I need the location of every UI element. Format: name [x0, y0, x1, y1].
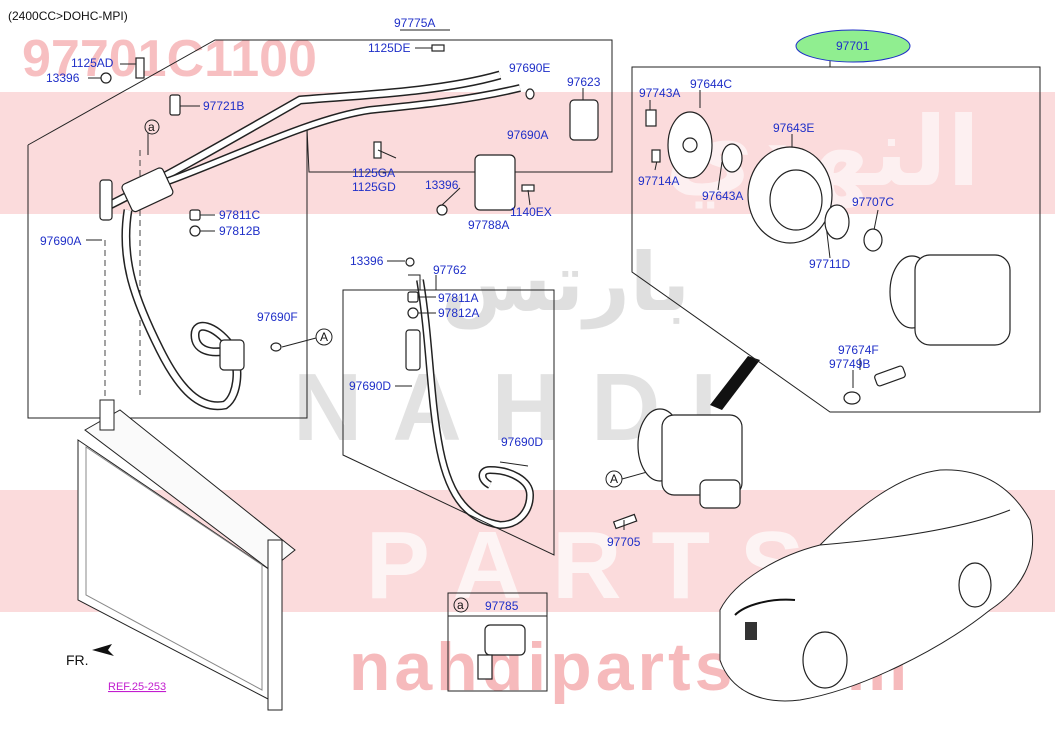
cap-97811C: [189, 209, 201, 221]
label-97721B[interactable]: 97721B: [203, 99, 244, 113]
oring-97690E: [525, 88, 535, 100]
assembly-highlight: [795, 29, 911, 63]
liquid-line-frame-top: [343, 274, 421, 291]
svg-text:FR.: FR.: [66, 652, 89, 668]
vehicle-illustration: [719, 469, 1034, 702]
label-97690D-a[interactable]: 97690D: [349, 379, 391, 393]
nut-13396-b: [436, 204, 448, 216]
label-97643A[interactable]: 97643A: [702, 189, 743, 203]
condenser: [77, 150, 296, 711]
label-1125GD[interactable]: 1125GD: [352, 180, 396, 194]
label-97811A[interactable]: 97811A: [438, 291, 478, 305]
bracket-97788A: [474, 154, 516, 211]
label-97749B[interactable]: 97749B: [829, 357, 870, 371]
label-97623[interactable]: 97623: [567, 75, 601, 89]
label-97785[interactable]: 97785: [485, 599, 519, 613]
label-97762[interactable]: 97762: [433, 263, 467, 277]
label-13396-b[interactable]: 13396: [425, 178, 459, 192]
callout-A: [315, 328, 333, 346]
callout-a-inset-text: a: [457, 598, 464, 612]
label-1125AD[interactable]: 1125AD: [71, 56, 114, 70]
label-97690F[interactable]: 97690F: [257, 310, 298, 324]
engine-variant-label: (2400CC>DOHC-MPI): [8, 9, 128, 23]
compressor-center: A: [605, 356, 760, 509]
label-97674F[interactable]: 97674F: [838, 343, 879, 357]
front-arrow-icon: [92, 644, 114, 656]
label-97690A-left[interactable]: 97690A: [40, 234, 81, 248]
label-1140EX[interactable]: 1140EX: [510, 205, 552, 219]
label-97811C[interactable]: 97811C: [219, 208, 260, 222]
cap-97811A: [407, 291, 419, 303]
part-labels: 97775A 1125DE 1125AD 13396 97721B 97690E…: [40, 16, 894, 613]
callout-A-text: A: [320, 330, 328, 344]
inset-97785-frame: [447, 592, 548, 692]
label-97812B[interactable]: 97812B: [219, 224, 260, 238]
label-1125GA[interactable]: 1125GA: [352, 166, 395, 180]
callout-a-inset: [453, 597, 469, 613]
label-1125DE[interactable]: 1125DE: [368, 41, 410, 55]
callout-a-text: a: [148, 120, 155, 134]
nut-13396-c: [405, 257, 415, 267]
label-97788A[interactable]: 97788A: [468, 218, 509, 232]
label-13396-a[interactable]: 13396: [46, 71, 80, 85]
label-97643E[interactable]: 97643E: [773, 121, 814, 135]
hose-lines: [99, 70, 535, 530]
label-97714A[interactable]: 97714A: [638, 174, 679, 188]
label-97812A[interactable]: 97812A: [438, 306, 479, 320]
label-97690D-b[interactable]: 97690D: [501, 435, 543, 449]
bolt-1125AD: [135, 57, 145, 79]
label-97690E[interactable]: 97690E: [509, 61, 550, 75]
front-marker: FR.: [66, 644, 114, 668]
bracket-97785: [477, 624, 526, 680]
callout-a: [144, 119, 160, 135]
label-97701[interactable]: 97701: [836, 39, 870, 53]
callout-A-compressor-text: A: [610, 472, 618, 486]
label-13396-c[interactable]: 13396: [350, 254, 384, 268]
bolt-1125DE: [431, 44, 445, 52]
cap-97812A: [407, 307, 419, 319]
cap-97812B: [189, 225, 201, 237]
callout-A-compressor: [605, 470, 623, 488]
label-97690A-top[interactable]: 97690A: [507, 128, 548, 142]
label-97775A[interactable]: 97775A: [394, 16, 435, 30]
switch-97623: [569, 99, 599, 141]
label-97705[interactable]: 97705: [607, 535, 641, 549]
reference-link[interactable]: REF.25-253: [108, 681, 166, 693]
liquid-line-frame: [342, 289, 555, 556]
label-97707C[interactable]: 97707C: [852, 195, 894, 209]
bolt-97705: [612, 513, 638, 530]
compressor-exploded: [645, 109, 1011, 405]
label-97743A[interactable]: 97743A: [639, 86, 680, 100]
bolt-1125GA: [373, 141, 382, 159]
sensor-97721B: [169, 94, 181, 116]
oring-97690F: [270, 342, 282, 352]
label-97644C[interactable]: 97644C: [690, 77, 732, 91]
label-97711D[interactable]: 97711D: [809, 257, 850, 271]
compressor-breakdown-frame: [631, 66, 1041, 413]
nut-13396: [100, 72, 112, 84]
